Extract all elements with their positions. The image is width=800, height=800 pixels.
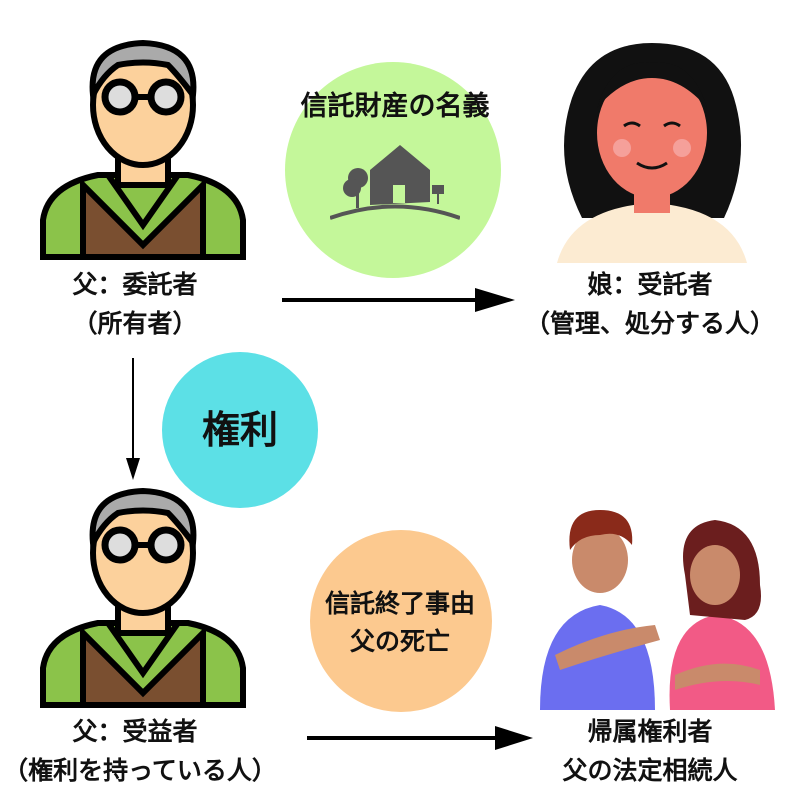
transfer-arrow-top <box>282 288 515 312</box>
property-title-label: 信託財産の名義 <box>300 91 490 122</box>
owner-role-label: 父：委託者 <box>72 270 198 299</box>
heirs-sub-label: 父の法定相続人 <box>562 756 738 785</box>
heirs-role-label: 帰属権利者 <box>587 717 713 746</box>
rights-circle <box>162 352 318 508</box>
beneficiary-role-label: 父：受益者 <box>72 717 198 746</box>
termination-line1: 信託終了事由 <box>324 589 475 618</box>
heirs-illustration <box>540 510 775 710</box>
rights-arrow-down <box>126 358 140 480</box>
termination-circle <box>310 530 492 712</box>
trustee-role-label: 娘：受託者 <box>587 270 713 299</box>
transfer-arrow-bottom <box>307 726 533 750</box>
house-icon <box>330 145 460 220</box>
father-beneficiary-illustration <box>40 487 246 708</box>
beneficiary-sub-label: （権利を持っている人） <box>3 756 277 785</box>
rights-label: 権利 <box>201 408 278 452</box>
trustee-sub-label: （管理、処分する人） <box>524 309 775 338</box>
owner-sub-label: （所有者） <box>72 309 198 338</box>
daughter-trustee-illustration <box>557 43 747 263</box>
termination-line2: 父の死亡 <box>349 627 450 656</box>
father-owner-illustration <box>40 39 246 260</box>
